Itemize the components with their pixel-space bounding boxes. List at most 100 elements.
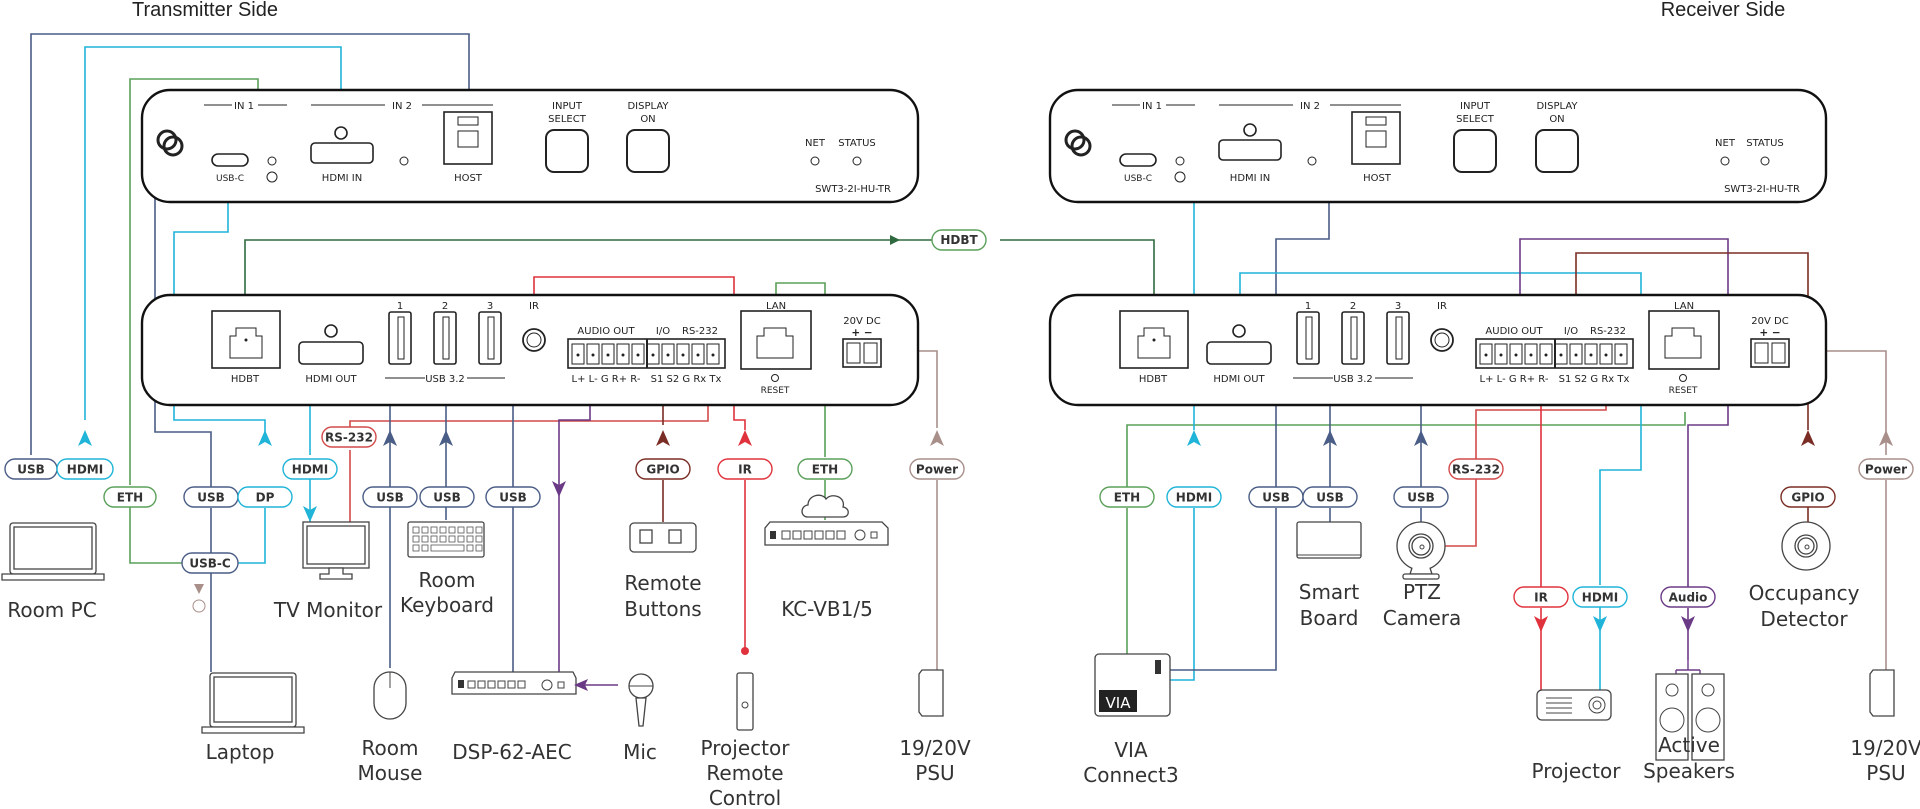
power-symbol-icon	[192, 599, 206, 613]
arrow-down-icon	[1593, 616, 1607, 632]
tx-host-port[interactable]	[443, 111, 493, 165]
rx-in2-label: IN 2	[1300, 101, 1320, 112]
remote-buttons-icon	[629, 522, 697, 553]
tx-hdbt-label: HDBT	[231, 374, 260, 385]
cable-label-rx-via-hdmi: HDMI	[1166, 486, 1222, 508]
tx-in1-label: IN 1	[234, 101, 254, 112]
rx-dc-label: 20V DC	[1751, 316, 1788, 327]
cable-label-tx-dsp-usb: USB	[485, 486, 541, 508]
power-arrow-icon	[194, 584, 204, 594]
tx-ir-port[interactable]	[522, 328, 546, 352]
tv-monitor-icon	[302, 521, 370, 580]
hdbt-link-pill: HDBT	[931, 229, 987, 251]
cable-label-rx-via-usb: USB	[1248, 486, 1304, 508]
tx-dc-port[interactable]	[842, 338, 882, 368]
via-badge: VIA	[1106, 694, 1132, 712]
rx-dc-port[interactable]	[1750, 338, 1790, 368]
rx-ir-port[interactable]	[1430, 328, 1454, 352]
cable-label-text: Power	[916, 463, 958, 477]
rx-hdbt-label: HDBT	[1139, 374, 1168, 385]
rx-host-port[interactable]	[1351, 111, 1401, 165]
room-keyboard-icon	[407, 521, 485, 558]
tx-usb-num-3: 3	[487, 301, 493, 312]
cable-label-text: IR	[738, 463, 752, 477]
wire-dsp-audio	[558, 367, 591, 672]
cable-label-text: USB	[1262, 491, 1290, 505]
tx-audio-pins: L+ L- G R+ R-	[572, 374, 641, 385]
tx-display-on-button[interactable]	[626, 129, 670, 173]
rx-power-symbol-icon	[1174, 171, 1186, 183]
rx-lan-port[interactable]	[1648, 310, 1720, 370]
cable-label-tx-power: Power	[909, 458, 965, 480]
arrow-down-icon	[1534, 616, 1548, 632]
tx-power-symbol-icon	[266, 171, 278, 183]
rx-display-on-button[interactable]	[1535, 129, 1579, 173]
projector-label: Projector	[1532, 759, 1622, 783]
rx-hdmi-in-port[interactable]	[1218, 139, 1282, 161]
tx-display-on-label-2: ON	[640, 114, 655, 125]
hdbt-arrow-icon	[890, 235, 900, 245]
rx-display-on-label-1: DISPLAY	[1536, 101, 1578, 112]
tx-hdmi-out-label: HDMI OUT	[305, 374, 357, 385]
rx-usb-num-2: 2	[1350, 301, 1356, 312]
cable-label-text: ETH	[1114, 491, 1140, 505]
psu-rx-label-2: PSU	[1866, 761, 1905, 785]
arrow-up-icon	[439, 430, 453, 446]
rx-host-label: HOST	[1363, 173, 1392, 184]
hdbt-link-label: HDBT	[940, 233, 978, 247]
ptz-camera-label-2: Camera	[1383, 606, 1462, 630]
cable-label-rx-ptz-rs232: RS-232	[1448, 458, 1504, 480]
wire-laptop-eth-lower	[129, 500, 184, 564]
cable-label-rx-audio: Audio	[1660, 586, 1716, 608]
cable-label-text: HDMI	[67, 463, 103, 477]
cable-label-text: GPIO	[646, 463, 679, 477]
projector-remote-label-1: Projector	[701, 736, 791, 760]
tx-input-select-button[interactable]	[545, 129, 589, 173]
rx-usb-port-2[interactable]	[1341, 311, 1365, 365]
mic-icon	[628, 673, 654, 727]
tx-hdmi-out-port[interactable]	[298, 341, 364, 365]
psu-icon-rx	[1869, 669, 1895, 717]
rx-usb-port-1[interactable]	[1296, 311, 1320, 365]
kramer-logo-icon	[1064, 129, 1092, 157]
via-label-1: VIA	[1114, 738, 1148, 762]
cable-label-text: RS-232	[1452, 463, 1500, 477]
tx-hdmi-in-port[interactable]	[310, 142, 374, 164]
rx-usbc-port[interactable]	[1119, 153, 1157, 167]
tx-usb-port-1[interactable]	[388, 311, 412, 365]
mic-label: Mic	[623, 740, 657, 764]
smart-board-icon	[1296, 521, 1362, 559]
arrow-up-icon	[383, 430, 397, 446]
kc-vb-icon	[764, 521, 889, 546]
transmitter-side-title: Transmitter Side	[132, 0, 278, 21]
rx-display-on-label-2: ON	[1549, 114, 1564, 125]
rx-usb-port-3[interactable]	[1386, 311, 1410, 365]
tx-usbc-port[interactable]	[211, 153, 249, 167]
psu-tx-label-1: 19/20V	[899, 736, 971, 760]
room-mouse-icon	[373, 671, 407, 720]
audio-arrow-icon	[574, 679, 588, 691]
rx-hdmi-out-port[interactable]	[1206, 341, 1272, 365]
rx-input-select-button[interactable]	[1453, 129, 1497, 173]
tx-usb-port-2[interactable]	[433, 311, 457, 365]
arrow-up-icon	[1187, 430, 1201, 446]
tx-reset-button[interactable]	[771, 374, 779, 382]
room-pc-icon	[1, 522, 105, 581]
tx-lan-port[interactable]	[740, 310, 812, 370]
cable-label-tx-tv-hdmi: HDMI	[282, 458, 338, 480]
cable-label-text: USB	[1316, 491, 1344, 505]
room-keyboard-label-1: Room	[419, 568, 476, 592]
rx-reset-button[interactable]	[1679, 374, 1687, 382]
cable-label-rx-gpio: GPIO	[1780, 486, 1836, 508]
tx-usb-port-3[interactable]	[478, 311, 502, 365]
tx-audio-out-label: AUDIO OUT	[577, 326, 635, 337]
cable-label-text: RS-232	[325, 431, 373, 445]
cable-label-text: USB	[17, 463, 45, 477]
arrow-up-icon	[930, 430, 944, 446]
arrow-up-icon	[1323, 430, 1337, 446]
tx-status-label: STATUS	[838, 138, 876, 149]
cable-label-text: DP	[256, 491, 275, 505]
rx-input-select-label-2: SELECT	[1456, 114, 1495, 125]
cable-label-text: HDMI	[1582, 591, 1618, 605]
rx-status-label: STATUS	[1746, 138, 1784, 149]
